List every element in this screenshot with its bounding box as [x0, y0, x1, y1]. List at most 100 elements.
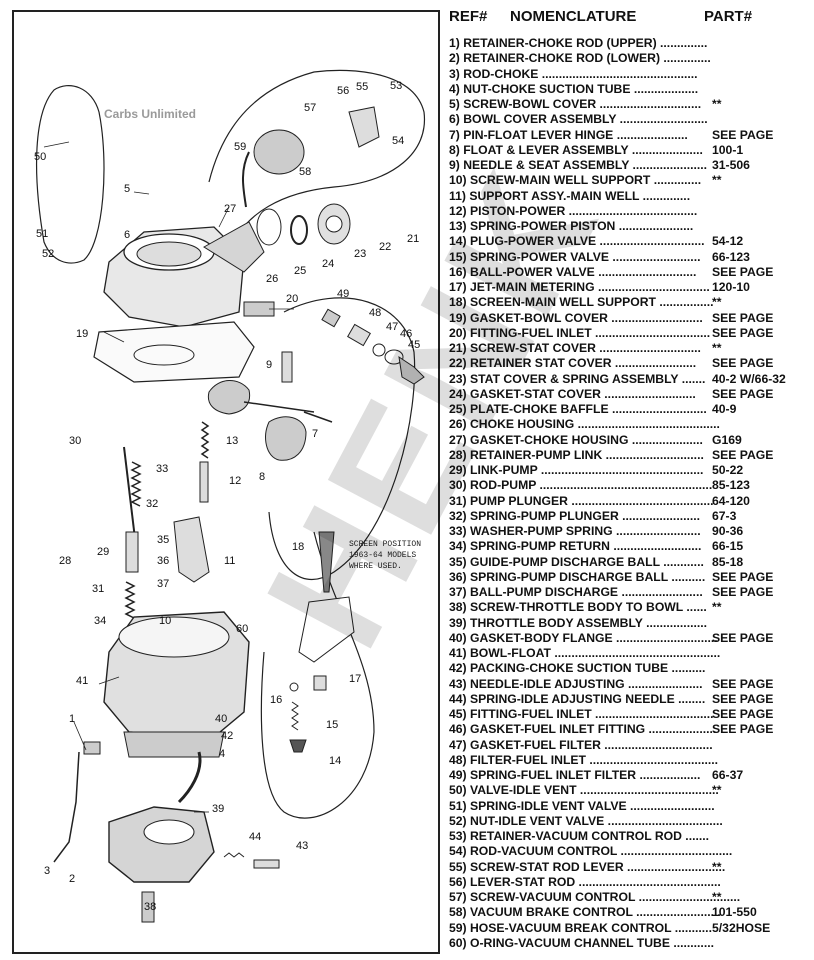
part-description: 2) RETAINER-CHOKE ROD (LOWER) ..........… [449, 51, 711, 66]
part-number: SEE PAGE [712, 264, 774, 279]
part-description: 5) SCREW-BOWL COVER ....................… [449, 97, 702, 111]
parts-row: 29) LINK-PUMP ..........................… [449, 463, 809, 478]
part-description: 45) FITTING-FUEL INLET .................… [449, 707, 714, 721]
parts-row: 20) FITTING-FUEL INLET .................… [449, 326, 809, 341]
brand-label: Carbs Unlimited [104, 107, 197, 121]
part-number: SEE PAGE [712, 447, 774, 462]
part-description: 1) RETAINER-CHOKE ROD (UPPER) ..........… [449, 36, 708, 50]
callout-45: 45 [408, 339, 420, 351]
part-description: 44) SPRING-IDLE ADJUSTING NEEDLE .......… [449, 691, 706, 706]
parts-row: 54) ROD-VACUUM CONTROL .................… [449, 844, 809, 859]
part-number: 64-120 [712, 493, 750, 508]
parts-row: 1) RETAINER-CHOKE ROD (UPPER) ..........… [449, 36, 809, 51]
callout-59: 59 [234, 141, 246, 153]
part-description: 34) SPRING-PUMP RETURN .................… [449, 539, 702, 554]
part-description: 7) PIN-FLOAT LEVER HINGE ...............… [449, 127, 688, 142]
callout-40: 40 [215, 713, 227, 725]
part-number: SEE PAGE [712, 676, 774, 691]
part-number: 40-2 W/66-32 [712, 371, 786, 386]
callout-15: 15 [326, 719, 338, 731]
parts-row: 10) SCREW-MAIN WELL SUPPORT ............… [449, 173, 809, 188]
part-description: 43) NEEDLE-IDLE ADJUSTING ..............… [449, 676, 703, 691]
part-description: 60) O-RING-VACUUM CHANNEL TUBE .........… [449, 935, 714, 950]
part-number: ** [712, 341, 722, 355]
screen-note-line-3: WHERE USED. [349, 562, 402, 571]
part-number: ** [712, 890, 722, 904]
part-description: 24) GASKET-STAT COVER ..................… [449, 386, 696, 401]
parts-row: 46) GASKET-FUEL INLET FITTING ..........… [449, 722, 809, 737]
callout-30: 30 [69, 435, 81, 447]
part-description: 33) WASHER-PUMP SPRING .................… [449, 524, 701, 538]
part-number: ** [712, 295, 722, 310]
parts-row: 14) PLUG-POWER VALVE ...................… [449, 234, 809, 249]
callout-4: 4 [219, 748, 225, 760]
parts-row: 15) SPRING-POWER VALVE .................… [449, 250, 809, 265]
callout-44: 44 [249, 831, 261, 843]
callout-19: 19 [76, 328, 88, 340]
part-description: 4) NUT-CHOKE SUCTION TUBE ..............… [449, 81, 699, 96]
part-number: SEE PAGE [712, 310, 774, 325]
part-description: 46) GASKET-FUEL INLET FITTING ..........… [449, 722, 717, 737]
parts-row: 17) JET-MAIN METERING ..................… [449, 280, 809, 295]
parts-row: 2) RETAINER-CHOKE ROD (LOWER) ..........… [449, 51, 809, 66]
part-description: 35) GUIDE-PUMP DISCHARGE BALL ..........… [449, 554, 704, 569]
callout-46: 46 [400, 328, 412, 340]
callout-numbers: 1234567891011121314151617181920212223242… [34, 80, 420, 913]
callout-35: 35 [157, 534, 169, 546]
part-number: 100-1 [712, 142, 744, 157]
parts-row: 26) CHOKE HOUSING ......................… [449, 417, 809, 432]
callout-33: 33 [156, 463, 168, 475]
part-number: 50-22 [712, 463, 744, 477]
part-description: 48) FILTER-FUEL INLET ..................… [449, 752, 719, 767]
part-number: SEE PAGE [712, 585, 774, 599]
parts-row: 24) GASKET-STAT COVER ..................… [449, 387, 809, 402]
part-description: 39) THROTTLE BODY ASSEMBLY .............… [449, 615, 708, 630]
part-description: 59) HOSE-VACUUM BREAK CONTROL ..........… [449, 920, 712, 935]
part-description: 14) PLUG-POWER VALVE ...................… [449, 234, 705, 249]
parts-row: 27) GASKET-CHOKE HOUSING ...............… [449, 433, 809, 448]
parts-row: 43) NEEDLE-IDLE ADJUSTING ..............… [449, 677, 809, 692]
callout-36: 36 [157, 555, 169, 567]
part-description: 51) SPRING-IDLE VENT VALVE .............… [449, 798, 715, 813]
part-description: 49) SPRING-FUEL INLET FILTER ...........… [449, 768, 701, 782]
parts-row: 51) SPRING-IDLE VENT VALVE .............… [449, 799, 809, 814]
part-number: ** [712, 173, 722, 188]
callout-60: 60 [236, 623, 248, 635]
callout-39: 39 [212, 803, 224, 815]
part-number: 66-15 [712, 539, 744, 554]
parts-row: 5) SCREW-BOWL COVER ....................… [449, 97, 809, 112]
callout-13: 13 [226, 435, 238, 447]
part-description: 17) JET-MAIN METERING ..................… [449, 280, 710, 294]
callout-11: 11 [224, 555, 235, 567]
callout-7: 7 [312, 428, 318, 440]
callout-1: 1 [69, 713, 75, 725]
callout-2: 2 [69, 873, 75, 885]
part-description: 6) BOWL COVER ASSEMBLY .................… [449, 112, 708, 127]
callout-37: 37 [157, 578, 169, 590]
callout-10: 10 [159, 615, 171, 627]
callout-38: 38 [144, 901, 156, 913]
callout-42: 42 [221, 730, 233, 742]
callout-16: 16 [270, 694, 282, 706]
callout-26: 26 [266, 273, 278, 285]
part-description: 30) ROD-PUMP ...........................… [449, 478, 713, 493]
callout-53: 53 [390, 80, 402, 92]
header-ref: REF# [449, 8, 488, 25]
parts-row: 3) ROD-CHOKE ...........................… [449, 67, 809, 82]
callout-24: 24 [322, 258, 334, 270]
callout-22: 22 [379, 241, 391, 253]
part-description: 15) SPRING-POWER VALVE .................… [449, 249, 701, 264]
part-description: 58) VACUUM BRAKE CONTROL ...............… [449, 905, 721, 920]
callout-28: 28 [59, 555, 71, 567]
part-description: 54) ROD-VACUUM CONTROL .................… [449, 844, 733, 859]
callout-8: 8 [259, 471, 265, 483]
callout-6: 6 [124, 229, 130, 241]
part-description: 13) SPRING-POWER PISTON ................… [449, 219, 694, 233]
part-description: 26) CHOKE HOUSING ......................… [449, 417, 720, 432]
callout-58: 58 [299, 166, 311, 178]
part-description: 8) FLOAT & LEVER ASSEMBLY ..............… [449, 142, 703, 157]
part-number: SEE PAGE [712, 691, 774, 706]
parts-row: 31) PUMP PLUNGER .......................… [449, 494, 809, 509]
exploded-diagram: Carbs Unlimited [12, 10, 440, 954]
callout-50: 50 [34, 151, 46, 163]
